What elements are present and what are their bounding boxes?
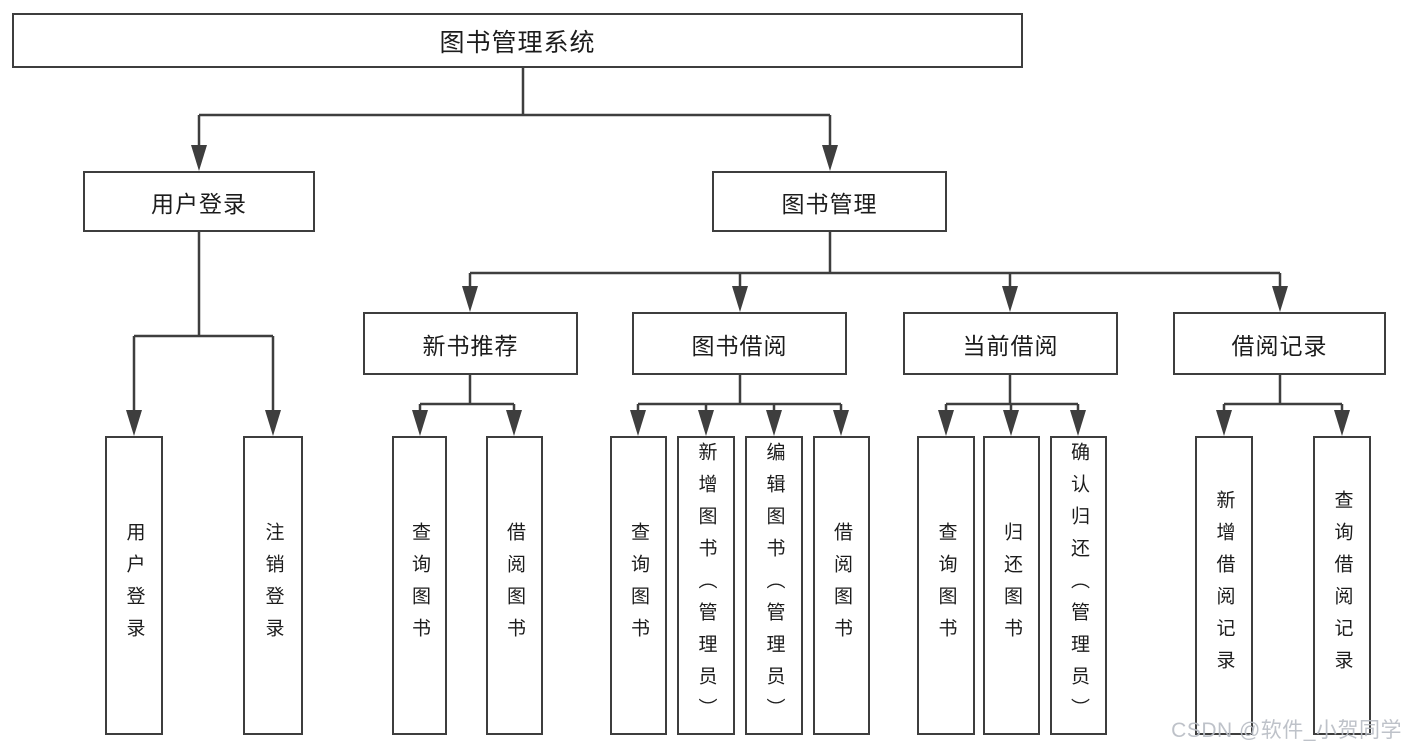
arrow-down-icon [1002,286,1018,312]
node-label: 新增图书（管理员） [695,441,717,730]
node-label: 查询图书 [409,521,430,650]
node-current-borrow: 当前借阅 [903,312,1118,375]
node-label: 借阅图书 [831,521,852,650]
node-label: 图书管理 [781,190,878,217]
node-label: 新增借阅记录 [1213,489,1235,682]
node-label: 借阅图书 [504,521,525,650]
arrow-down-icon [766,410,782,436]
arrow-down-icon [1272,286,1288,312]
arrow-down-icon [462,286,478,312]
node-label: 用户登录 [123,521,145,650]
node-label: 查询借阅记录 [1331,489,1353,682]
node-book-borrow: 图书借阅 [632,312,847,375]
leaf-borrow-books-2: 借阅图书 [813,436,870,735]
node-label: 用户登录 [151,190,247,217]
leaf-query-books-3: 查询图书 [917,436,975,735]
node-label: 当前借阅 [962,332,1059,359]
leaf-edit-books-admin: 编辑图书（管理员） [745,436,803,735]
leaf-confirm-return-admin: 确认归还（管理员） [1050,436,1107,735]
connector-lines [132,68,1344,412]
node-borrow-records: 借阅记录 [1173,312,1386,375]
leaf-add-borrow-record: 新增借阅记录 [1195,436,1253,735]
arrow-down-icon [506,410,522,436]
arrow-down-icon [412,410,428,436]
arrow-down-icon [191,145,207,171]
node-label: 归还图书 [1001,521,1022,650]
node-label: 借阅记录 [1231,332,1328,359]
leaf-logout: 注销登录 [243,436,303,735]
arrow-down-icon [265,410,281,436]
arrow-down-icon [1070,410,1086,436]
arrow-down-icon [1334,410,1350,436]
leaf-query-borrow-record: 查询借阅记录 [1313,436,1371,735]
node-label: 查询图书 [628,521,649,650]
arrow-down-icon [833,410,849,436]
arrowhead-icons [126,145,1350,436]
node-label: 图书管理系统 [439,28,596,57]
node-label: 新书推荐 [422,332,519,359]
arrow-down-icon [1216,410,1232,436]
node-book-management: 图书管理 [712,171,947,232]
node-new-book-recommend: 新书推荐 [363,312,578,375]
node-label: 编辑图书（管理员） [763,441,785,730]
node-user-login: 用户登录 [83,171,315,232]
leaf-query-books-2: 查询图书 [610,436,667,735]
leaf-add-books-admin: 新增图书（管理员） [677,436,735,735]
node-label: 确认归还（管理员） [1068,441,1089,730]
arrow-down-icon [630,410,646,436]
leaf-borrow-books: 借阅图书 [486,436,543,735]
node-library-management-system: 图书管理系统 [12,13,1023,68]
node-label: 查询图书 [935,521,957,650]
leaf-return-books: 归还图书 [983,436,1040,735]
arrow-down-icon [126,410,142,436]
arrow-down-icon [822,145,838,171]
arrow-down-icon [1003,410,1019,436]
watermark: CSDN @软件_小贺同学 [1171,719,1402,742]
arrow-down-icon [698,410,714,436]
leaf-user-login: 用户登录 [105,436,163,735]
node-label: 注销登录 [262,521,284,650]
arrow-down-icon [732,286,748,312]
leaf-query-books: 查询图书 [392,436,447,735]
arrow-down-icon [938,410,954,436]
node-label: 图书借阅 [691,332,788,359]
